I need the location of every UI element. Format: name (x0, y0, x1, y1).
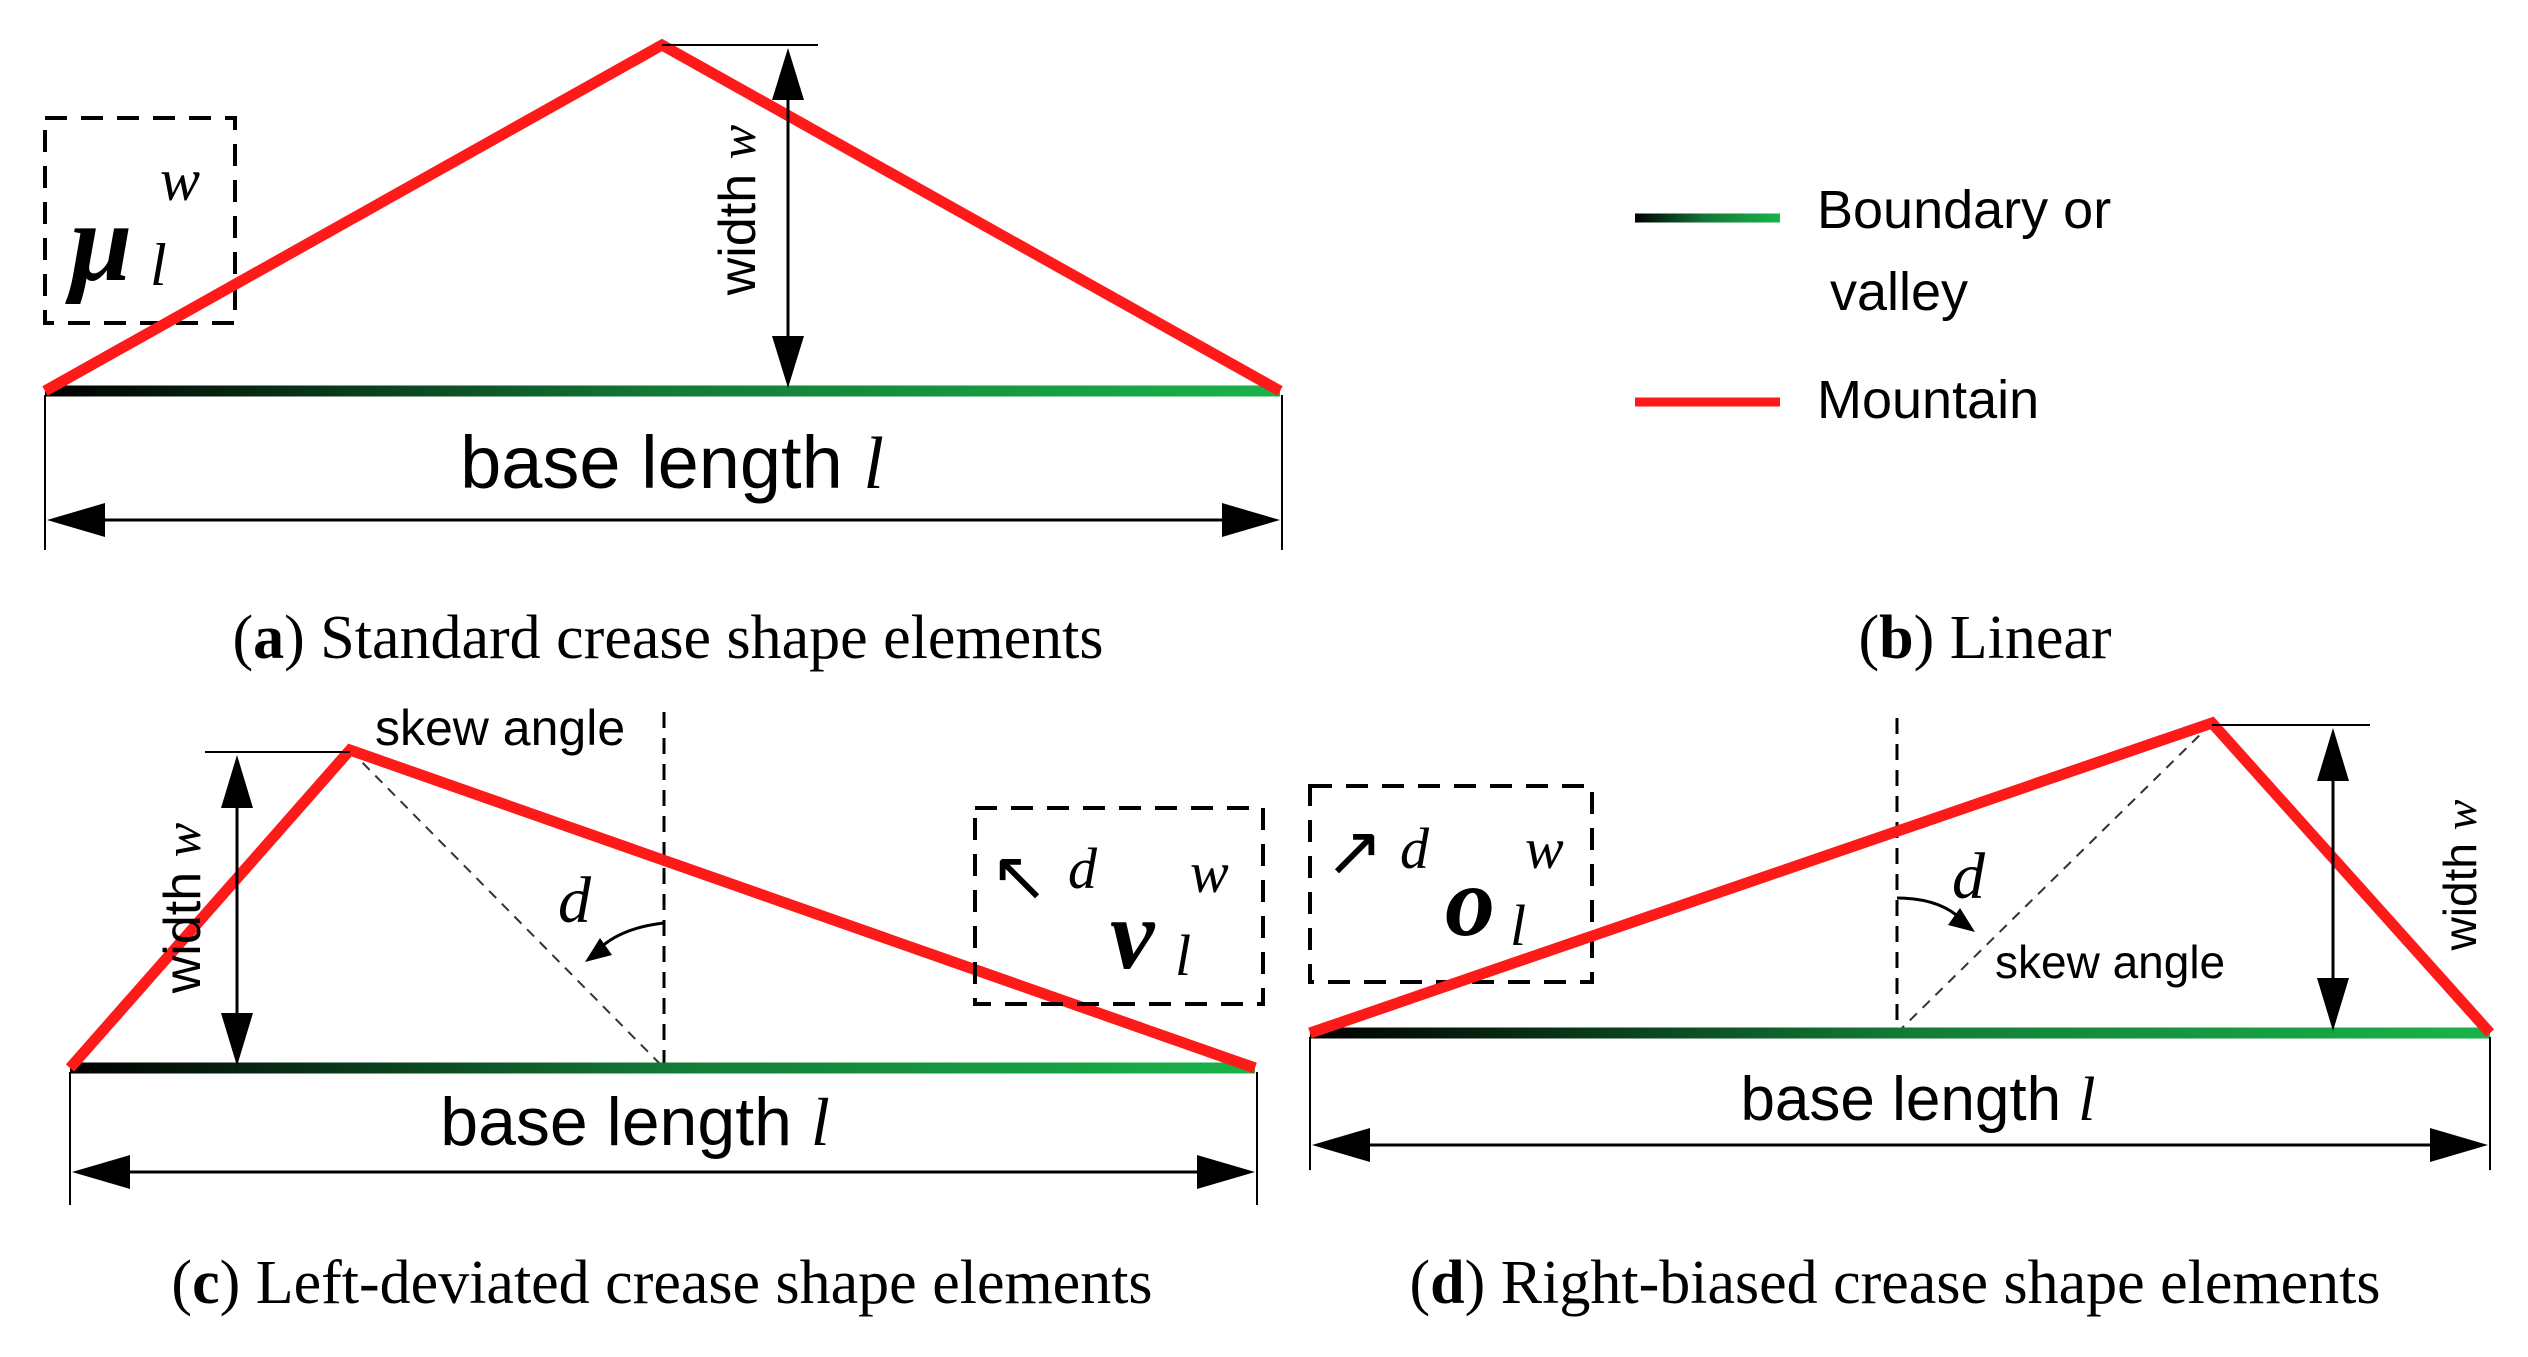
base-label-d: base length l (1740, 1065, 2095, 1134)
symbol-sub-d: l (1510, 893, 1526, 958)
width-label-d: width w (2434, 799, 2486, 951)
width-arrow-top-c (221, 755, 253, 808)
symbol-arrow-d: ↗ (1325, 812, 1384, 890)
legend-valley-label-line1: Boundary or (1817, 180, 2111, 240)
caption-b: (b) Linear (1858, 604, 2111, 672)
width-arrow-bottom-a (772, 336, 804, 388)
symbol-sub-a: l (150, 232, 167, 298)
skew-label-d: skew angle (1995, 936, 2225, 988)
legend-valley-label-line2: valley (1830, 262, 1968, 322)
caption-a: (a) Standard crease shape elements (232, 604, 1103, 672)
symbol-base-a: μ (65, 181, 132, 305)
skew-label-c: skew angle (375, 700, 625, 756)
diagonal-reference-c (349, 749, 665, 1069)
base-arrow-right-a (1222, 503, 1280, 537)
width-label-a: width w (709, 124, 767, 296)
base-arrow-left-a (47, 503, 105, 537)
symbol-base-c: ν (1110, 879, 1156, 990)
angle-var-c: d (558, 864, 592, 937)
mountain-crease-a (42, 38, 1283, 396)
base-label-c: base length l (440, 1084, 829, 1160)
skew-angle-arrow-c (585, 938, 612, 962)
angle-var-d: d (1952, 840, 1986, 913)
panel-c: d skew angle width w ↖ d ν w l base leng… (65, 700, 1265, 1317)
base-arrow-left-c (72, 1155, 130, 1189)
base-arrow-right-c (1197, 1155, 1255, 1189)
mountain-crease-c (65, 743, 1257, 1074)
panel-b-legend: Boundary or valley Mountain (b) Linear (1635, 180, 2112, 672)
base-arrow-right-d (2430, 1128, 2488, 1162)
base-label-a: base length l (460, 421, 884, 505)
panel-d: ↗ d o w l d skew angle width w base (1308, 716, 2495, 1317)
symbol-sub-c: l (1175, 923, 1191, 988)
panel-a: μ w l width w base length l (a) Standard… (42, 38, 1283, 672)
mountain-crease-d (1308, 716, 2495, 1039)
symbol-dir-c: d (1068, 836, 1098, 901)
legend-mountain-label: Mountain (1817, 370, 2039, 430)
symbol-arrow-c: ↖ (990, 837, 1049, 915)
skew-angle-arc-c (596, 921, 665, 952)
width-label-c: width w (154, 822, 212, 994)
skew-angle-arrow-d (1948, 908, 1975, 932)
symbol-box-a (43, 116, 237, 325)
width-arrow-top-a (772, 48, 804, 100)
diagonal-reference-d (1896, 722, 2213, 1034)
symbol-sup-c: w (1190, 840, 1229, 905)
symbol-dir-d: d (1400, 816, 1430, 881)
symbol-sup-d: w (1525, 816, 1564, 881)
width-arrow-top-d (2317, 728, 2349, 781)
symbol-sup-a: w (160, 147, 200, 213)
base-arrow-left-d (1312, 1128, 1370, 1162)
caption-d: (d) Right-biased crease shape elements (1409, 1249, 2380, 1317)
caption-c: (c) Left-deviated crease shape elements (171, 1249, 1152, 1317)
symbol-base-d: o (1445, 846, 1495, 957)
symbol-box-c (973, 806, 1265, 1006)
width-arrow-bottom-c (221, 1013, 253, 1066)
width-arrow-bottom-d (2317, 978, 2349, 1031)
